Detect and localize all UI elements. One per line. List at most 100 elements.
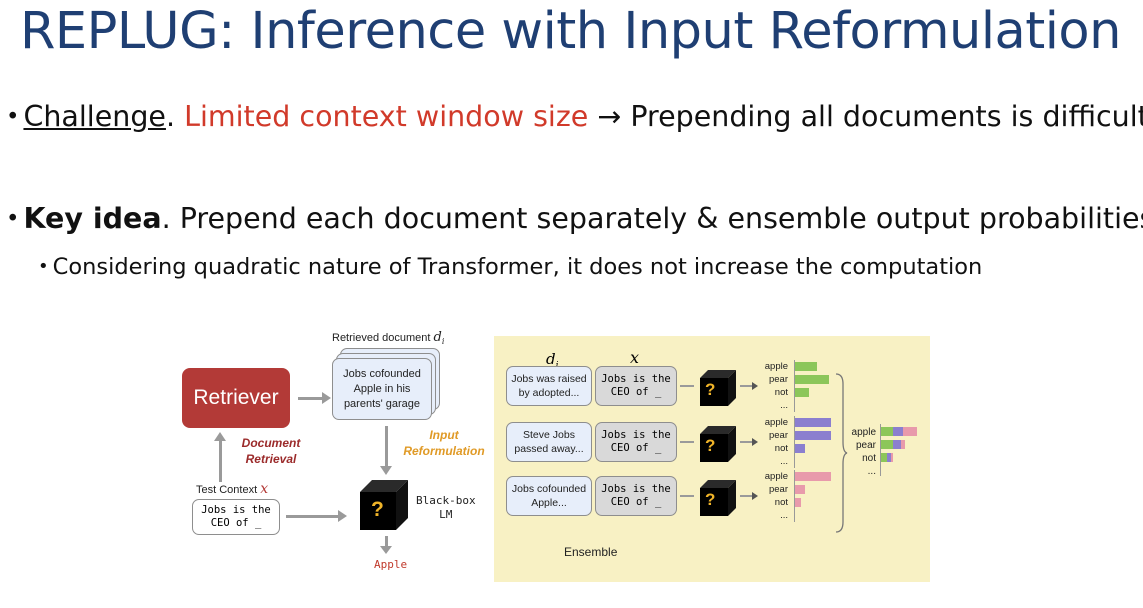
bullet-challenge: •Challenge. Limited context window size … [6,100,1143,133]
context-doc-line: Jobs was raised [511,373,587,385]
retriever-box: Retriever [182,368,290,428]
prob-bar-pear [795,375,829,384]
prob-bar-not [795,444,805,453]
test-context-label: Test Context x [196,481,268,497]
key-idea-rest: . Prepend each document separately & ens… [161,202,1143,235]
context-doc-line: Jobs cofounded [511,483,587,495]
retrieved-doc-caption-text: Retrieved document [332,332,431,344]
row-arrow [740,441,754,443]
row-label: apple [764,361,788,372]
context-doc-box: Jobs was raised by adopted... [506,366,592,406]
arrow-head-output [380,546,392,554]
row-label: ... [780,400,788,411]
test-context-text: Test Context [196,484,258,496]
ensemble-bar-segment [893,427,903,436]
row-label: apple [764,471,788,482]
arrow-head-down [380,466,392,475]
row-label: apple [764,417,788,428]
black-box-label-line-2: LM [439,508,453,521]
black-box-lm-icon [360,480,408,530]
key-idea-label: Key idea [23,202,162,235]
row-axis [794,416,795,468]
black-box-label: Black-box LM [416,494,476,522]
ensemble-label: apple [851,427,876,438]
row-arrow [740,385,754,387]
ensemble-bar-segment [881,453,887,462]
context-input-box: Jobs is the CEO of _ [595,476,677,516]
bullet-dot: • [6,103,20,130]
ensemble-bar-segment [893,440,901,449]
ensemble-bar-segment [887,453,891,462]
row-arrow-head [752,438,758,446]
col-d-symbol: d [546,350,556,368]
prob-bar-apple [795,362,817,371]
black-box-lm-icon [700,370,736,406]
input-reformulation-line-1: Input [429,428,459,442]
input-reformulation-label: Input Reformulation [396,427,492,459]
ensemble-label: not [862,453,876,464]
row-label: not [774,497,788,508]
challenge-punct: . [165,100,176,133]
ensemble-label: pear [855,440,876,451]
retrieved-doc-caption: Retrieved document di [332,330,444,346]
prob-bar-apple [795,418,831,427]
question-mark-icon: ? [705,490,716,509]
d-subscript: i [441,337,445,347]
context-input-line: Jobs is the [601,373,671,385]
ensemble-caption: Ensemble [564,545,618,559]
challenge-rest: → Prepending all documents is difficult [588,100,1143,133]
context-input-box: Jobs is the CEO of _ [595,366,677,406]
row-axis [794,470,795,522]
context-input-line: Jobs is the [601,483,671,495]
prob-bar-not [795,388,809,397]
x-symbol: x [260,481,269,497]
document-retrieval-label: Document Retrieval [226,435,316,467]
row-labels: apple pear not ... [758,470,788,522]
row-axis [794,360,795,412]
challenge-highlight: Limited context window size [184,100,589,133]
row-arrow [740,495,754,497]
replug-diagram: Retriever Retrieved document di Jobs cof… [174,322,930,584]
arrow-retriever-to-doc [298,397,324,400]
prob-bar-apple [795,472,831,481]
context-input-line: Jobs is the [601,429,671,441]
black-box-lm-icon [700,480,736,516]
arrow-context-to-retriever [219,440,222,482]
ensemble-labels: apple pear not ... [846,426,876,478]
document-retrieval-line-1: Document [241,436,301,450]
document-retrieval-line-2: Retrieval [245,452,297,466]
row-arrow-head [752,382,758,390]
row-arrow [680,495,694,497]
ensemble-axis [880,424,881,476]
arrow-context-to-lm [286,515,340,518]
prob-bar-pear [795,431,831,440]
row-label: not [774,387,788,398]
black-box-label-line-1: Black-box [416,494,476,507]
row-label: pear [768,484,788,495]
question-mark-icon: ? [705,380,716,399]
context-doc-line: Apple... [531,497,567,509]
row-label: not [774,443,788,454]
row-label: ... [780,510,788,521]
question-mark-icon: ? [371,498,384,521]
ensemble-bar-segment [881,427,893,436]
test-context-box: Jobs is the CEO of _ [192,499,280,535]
bullet-dot: • [6,205,20,232]
ensemble-label: ... [867,466,876,477]
arrow-head-up [214,432,226,441]
d-symbol: d [433,330,442,345]
row-arrow [680,385,694,387]
context-input-box: Jobs is the CEO of _ [595,422,677,462]
row-arrow [680,441,694,443]
prob-bar-pear [795,485,805,494]
row-label: ... [780,456,788,467]
ensemble-bar-segment [881,440,893,449]
context-doc-box: Steve Jobs passed away... [506,422,592,462]
retrieved-doc-line-3: parents' garage [343,397,421,410]
ensemble-panel: di x Jobs was raised by adopted... Jobs … [494,336,930,582]
retrieved-doc-line-2: Apple in his [353,382,411,395]
sub-bullet-quadratic: •Considering quadratic nature of Transfo… [38,254,982,280]
sub-bullet-text: Considering quadratic nature of Transfor… [52,254,983,280]
arrow-lm-to-output [385,536,388,548]
row-labels: apple pear not ... [758,360,788,412]
